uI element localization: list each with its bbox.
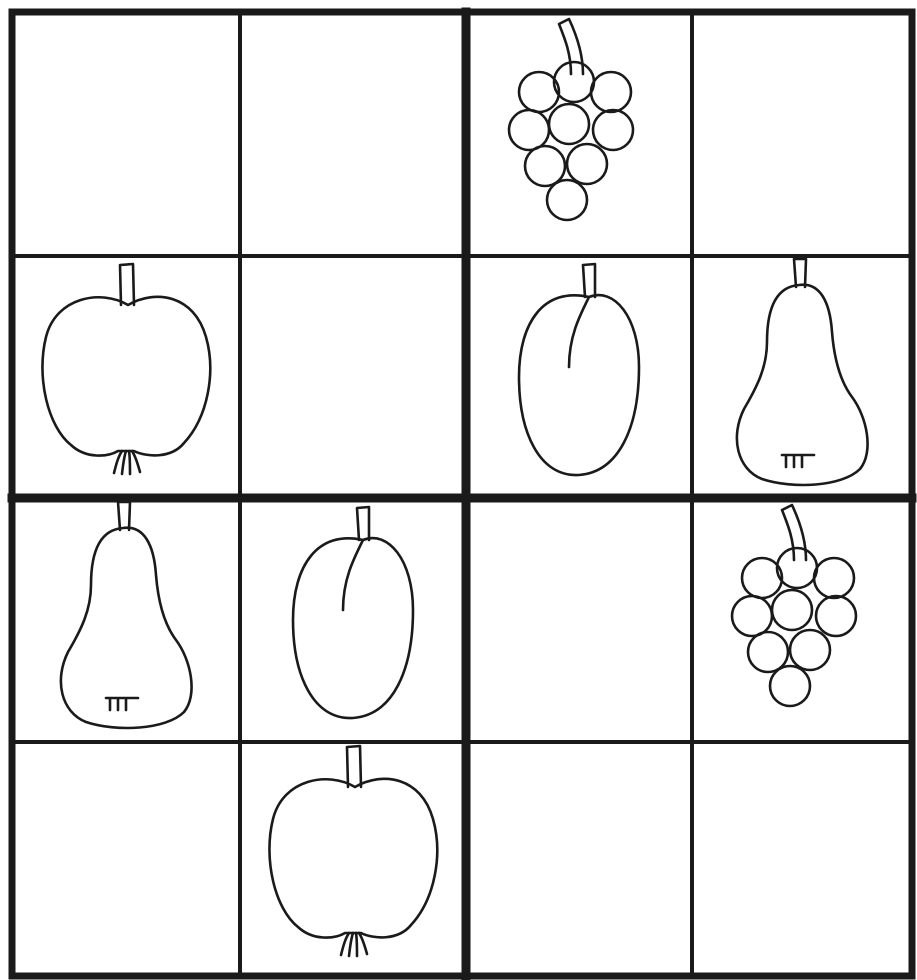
given-cell-r3c2 (240, 498, 466, 742)
given-cell-r2c3 (466, 256, 692, 498)
given-cell-r4c2 (240, 742, 466, 976)
empty-cell-r1c2[interactable] (240, 12, 466, 256)
given-cell-r2c1 (12, 256, 240, 498)
empty-cell-r1c4[interactable] (692, 12, 912, 256)
empty-cell-r2c2[interactable] (240, 256, 466, 498)
empty-cell-r4c4[interactable] (692, 742, 912, 976)
empty-cell-r3c3[interactable] (466, 498, 692, 742)
empty-cell-r1c1[interactable] (12, 12, 240, 256)
empty-cell-r4c3[interactable] (466, 742, 692, 976)
empty-cell-r4c1[interactable] (12, 742, 240, 976)
